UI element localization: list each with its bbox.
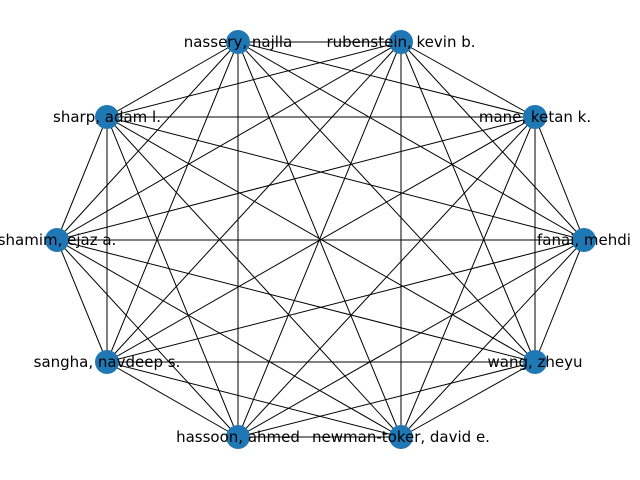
node-label-nassery: nassery, najlla: [184, 33, 293, 51]
node-newman: [389, 425, 413, 449]
edge-mane-newman: [400, 116, 536, 438]
edge-sangha-newman: [106, 361, 402, 438]
node-label-rubenstein: rubenstein, kevin b.: [326, 33, 475, 51]
node-rubenstein: [389, 30, 413, 54]
edge-nassery-mane: [237, 41, 536, 118]
edge-hassoon-sangha: [106, 361, 239, 438]
node-wang: [523, 350, 547, 374]
edge-shamim-wang: [56, 239, 536, 363]
node-label-wang: wang, zheyu: [487, 353, 582, 371]
node-sangha: [95, 350, 119, 374]
edge-nassery-sangha: [106, 41, 239, 363]
edge-rubenstein-mane: [400, 41, 536, 118]
edge-fanai-hassoon: [237, 239, 585, 438]
edge-nassery-shamim: [56, 41, 239, 241]
edge-nassery-sharp: [106, 41, 239, 118]
edge-wang-newman: [400, 361, 536, 438]
node-label-sangha: sangha, navdeep s.: [34, 353, 181, 371]
node-label-hassoon: hassoon, ahmed: [176, 428, 300, 446]
node-label-mane: mane, ketan k.: [479, 108, 591, 126]
edge-shamim-mane: [56, 116, 536, 241]
node-nassery: [226, 30, 250, 54]
edge-rubenstein-sangha: [106, 41, 402, 363]
edge-rubenstein-shamim: [56, 41, 402, 241]
label-layer: fanai, mehdi rubenstein, kevin b. nassery,…: [0, 33, 631, 446]
edge-hassoon-wang: [237, 361, 536, 438]
edge-fanai-nassery: [237, 41, 585, 241]
edge-fanai-mane: [534, 116, 585, 241]
edge-nassery-newman: [237, 41, 402, 438]
node-label-sharp: sharp, adam l.: [53, 108, 161, 126]
node-label-shamim: shamim, ejaz a.: [0, 231, 116, 249]
edge-fanai-sangha: [106, 239, 585, 363]
node-hassoon: [226, 425, 250, 449]
edge-shamim-newman: [56, 239, 402, 438]
node-layer: [45, 30, 596, 449]
node-fanai: [572, 228, 596, 252]
edge-rubenstein-wang: [400, 41, 536, 363]
edge-layer: [56, 41, 585, 438]
edge-fanai-newman: [400, 239, 585, 438]
edge-fanai-wang: [534, 239, 585, 363]
node-mane: [523, 105, 547, 129]
edge-fanai-sharp: [106, 116, 585, 241]
node-sharp: [95, 105, 119, 129]
node-shamim: [45, 228, 69, 252]
node-label-fanai: fanai, mehdi: [537, 231, 631, 249]
edge-sharp-newman: [106, 116, 402, 438]
node-label-newman: newman-toker, david e.: [312, 428, 490, 446]
edge-shamim-sharp: [56, 116, 108, 241]
edge-shamim-sangha: [56, 239, 108, 363]
edge-hassoon-sharp: [106, 116, 239, 438]
edge-mane-sangha: [106, 116, 536, 363]
